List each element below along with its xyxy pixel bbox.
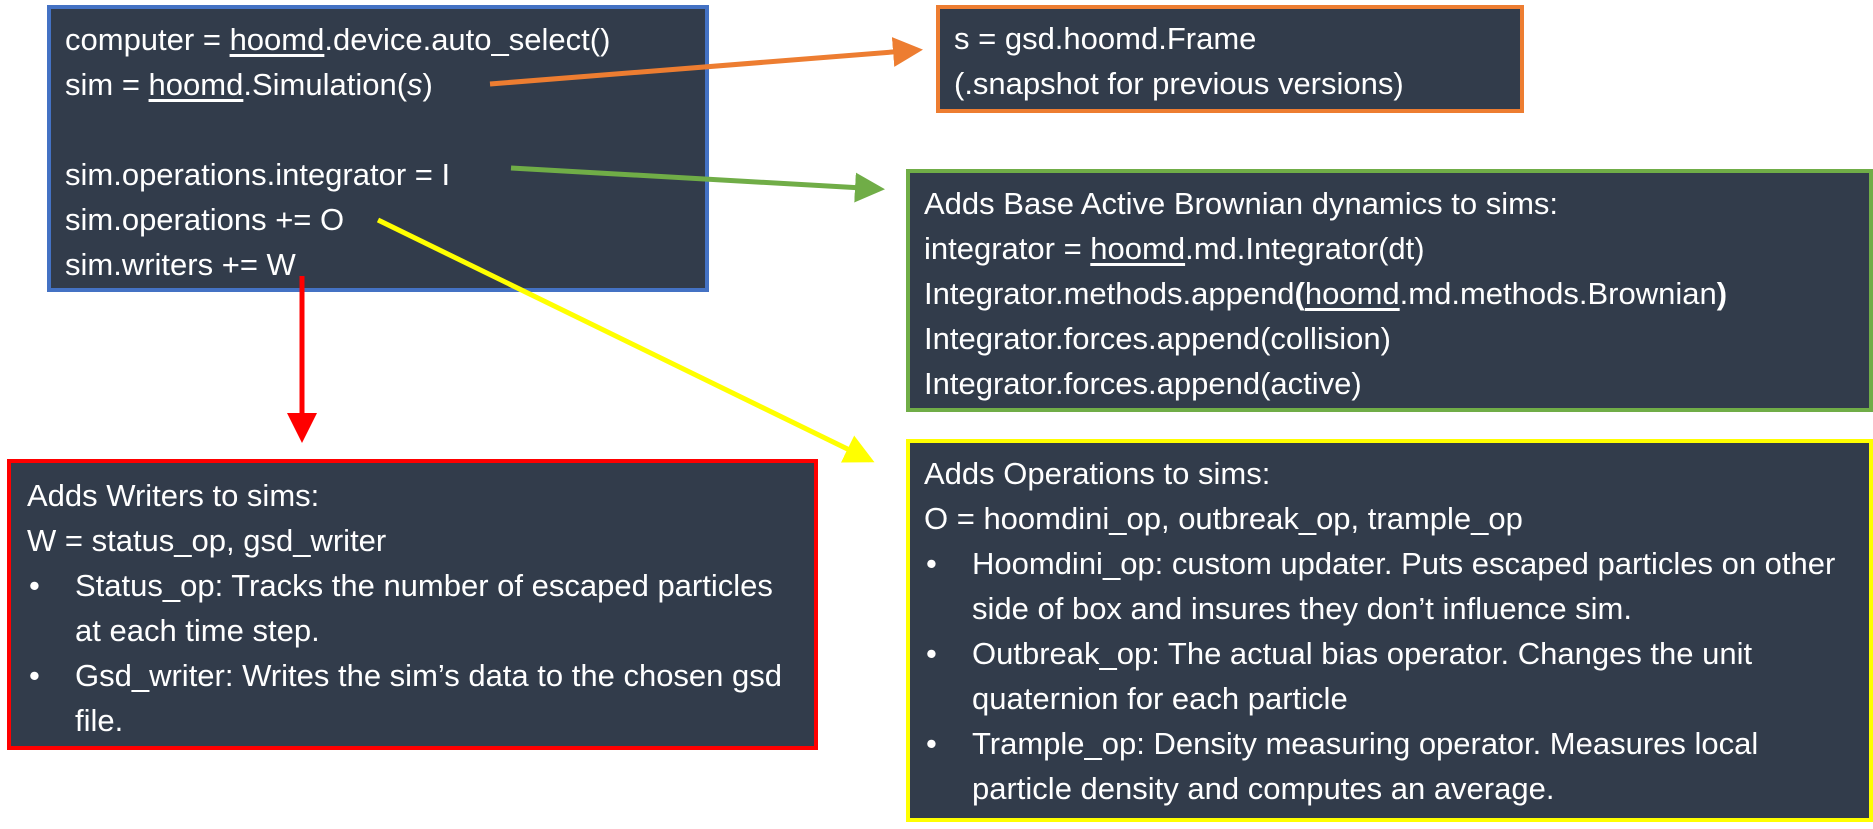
integrator-box-title: Adds Base Active Brownian dynamics to si… (924, 186, 1559, 221)
arrow-integrator-to-dynamics (510, 165, 885, 203)
code-line-operations: sim.operations += O (65, 202, 345, 237)
bullet-status-op: •Status_op: Tracks the number of escaped… (27, 563, 800, 653)
methods-append-line: Integrator.methods.append(hoomd.md.metho… (924, 276, 1728, 311)
code-line-sim: sim = hoomd.Simulation(s) (65, 67, 433, 102)
code-line-integrator: sim.operations.integrator = I (65, 157, 451, 192)
operations-box-title: Adds Operations to sims: (924, 456, 1271, 491)
bullet-dot: • (926, 636, 937, 671)
integrator-line: integrator = hoomd.md.Integrator(dt) (924, 231, 1425, 266)
bullet-outbreak-op: •Outbreak_op: The actual bias operator. … (924, 631, 1855, 721)
bullet-dot: • (29, 568, 40, 603)
forces-collision-line: Integrator.forces.append(collision) (924, 321, 1391, 356)
arrow-sim-to-frame (489, 37, 923, 87)
bullet-dot: • (926, 546, 937, 581)
frame-line: s = gsd.hoomd.Frame (954, 21, 1257, 56)
bullet-hoomdini-op: •Hoomdini_op: custom updater. Puts escap… (924, 541, 1855, 631)
integrator-box: Adds Base Active Brownian dynamics to si… (906, 169, 1873, 412)
writers-box-title: Adds Writers to sims: (27, 478, 320, 513)
operations-box: Adds Operations to sims: O = hoomdini_op… (906, 439, 1873, 822)
bullet-gsd-writer: •Gsd_writer: Writes the sim’s data to th… (27, 653, 800, 743)
writers-list-line: W = status_op, gsd_writer (27, 523, 387, 558)
snapshot-note: (.snapshot for previous versions) (954, 66, 1404, 101)
forces-active-line: Integrator.forces.append(active) (924, 366, 1362, 401)
bullet-dot: • (926, 726, 937, 761)
simulation-code-box: computer = hoomd.device.auto_select() si… (47, 5, 709, 292)
code-line-writers: sim.writers += W (65, 247, 296, 282)
operations-list-line: O = hoomdini_op, outbreak_op, trample_op (924, 501, 1523, 536)
writers-box: Adds Writers to sims: W = status_op, gsd… (7, 459, 818, 750)
frame-box: s = gsd.hoomd.Frame (.snapshot for previ… (936, 5, 1524, 113)
bullet-dot: • (29, 658, 40, 693)
code-line-computer: computer = hoomd.device.auto_select() (65, 22, 611, 57)
bullet-trample-op: •Trample_op: Density measuring operator.… (924, 721, 1855, 811)
arrow-operations-to-ops-box (376, 217, 875, 463)
